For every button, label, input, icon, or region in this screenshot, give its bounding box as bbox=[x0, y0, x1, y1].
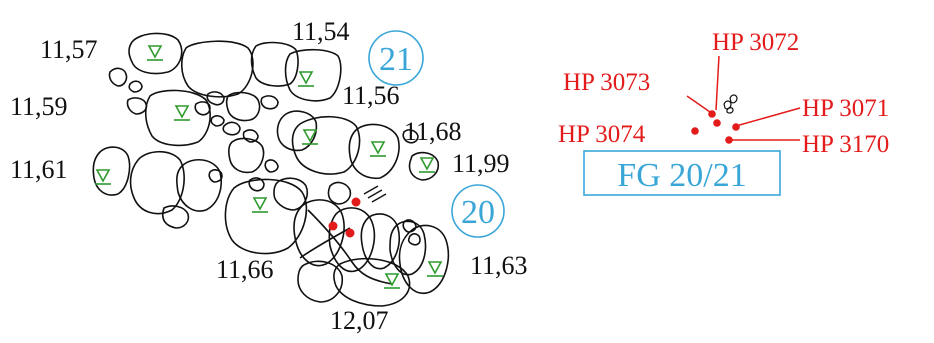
grave-21-marker: 21 bbox=[368, 30, 424, 86]
stone bbox=[398, 224, 450, 295]
stone bbox=[327, 181, 352, 205]
posthole-dot bbox=[328, 221, 338, 231]
hatch-marks bbox=[363, 185, 387, 203]
stone bbox=[225, 91, 261, 122]
stone bbox=[210, 115, 225, 127]
stone bbox=[144, 89, 211, 147]
elevation-label: 11,56 bbox=[342, 81, 400, 110]
stone bbox=[273, 177, 309, 211]
elevation-label: 11,99 bbox=[452, 149, 510, 178]
stone bbox=[276, 110, 318, 152]
stone bbox=[222, 121, 241, 136]
feature-group-label: FG 20/21 bbox=[617, 157, 746, 194]
stone bbox=[180, 40, 254, 98]
posthole-dot bbox=[691, 127, 699, 135]
stone bbox=[128, 32, 183, 75]
posthole-label: HP 3073 bbox=[563, 69, 650, 96]
elevation-marker-icon bbox=[419, 157, 435, 171]
small-stone-glyph bbox=[723, 94, 738, 114]
grave-number: 20 bbox=[461, 194, 495, 231]
stone bbox=[224, 178, 308, 255]
posthole-dot bbox=[713, 119, 721, 127]
stone bbox=[194, 101, 211, 116]
posthole-dot bbox=[725, 136, 733, 144]
stone bbox=[407, 233, 421, 246]
stone bbox=[206, 91, 225, 106]
stone bbox=[208, 169, 223, 183]
elevation-label: 11,54 bbox=[292, 17, 350, 46]
stone bbox=[128, 80, 143, 93]
grave-number: 21 bbox=[379, 41, 413, 78]
stone bbox=[408, 151, 440, 181]
stone bbox=[360, 213, 400, 270]
elevation-marker-icon bbox=[302, 129, 318, 143]
stone-outlines bbox=[92, 32, 450, 307]
feature-group-box bbox=[583, 150, 781, 196]
elevation-label: 11,59 bbox=[10, 92, 68, 121]
stone bbox=[92, 146, 131, 196]
stone bbox=[248, 177, 265, 192]
feature-cut-line bbox=[307, 209, 393, 285]
elevation-label: 11,63 bbox=[470, 251, 528, 280]
stone bbox=[161, 205, 190, 229]
stone bbox=[264, 159, 279, 173]
leader-lines bbox=[686, 55, 801, 141]
plan-postholes bbox=[328, 197, 361, 238]
stone bbox=[176, 159, 222, 212]
stone bbox=[129, 150, 185, 215]
posthole-dot bbox=[351, 197, 361, 207]
posthole-label: HP 3072 bbox=[712, 29, 799, 56]
elevation-label: 12,07 bbox=[330, 306, 389, 335]
stone bbox=[402, 129, 419, 144]
grave-20-marker: 20 bbox=[451, 184, 505, 238]
elevation-marker-icon bbox=[384, 273, 400, 287]
elevation-marker-icon bbox=[95, 169, 111, 183]
stone bbox=[291, 115, 361, 175]
posthole-dot bbox=[708, 110, 716, 118]
elevation-marker-icon bbox=[298, 71, 314, 85]
posthole-dot bbox=[732, 123, 740, 131]
stone bbox=[348, 123, 400, 180]
stone bbox=[402, 219, 417, 233]
posthole-label: HP 3170 bbox=[802, 131, 889, 158]
posthole-dot bbox=[345, 228, 355, 238]
elevation-label: 11,61 bbox=[10, 155, 68, 184]
posthole-label: HP 3074 bbox=[558, 121, 646, 148]
stone bbox=[284, 48, 342, 102]
elevation-marker-icon bbox=[174, 105, 190, 119]
elevation-marker-icon bbox=[147, 45, 163, 59]
stone bbox=[260, 95, 279, 110]
stone bbox=[389, 220, 427, 276]
feature-cut-line bbox=[299, 227, 351, 259]
stone bbox=[333, 257, 411, 307]
posthole-detail: HP 3072 HP 3073 HP 3071 HP 3074 HP 3170 … bbox=[558, 29, 889, 196]
elevation-marker-icon bbox=[252, 197, 268, 211]
elevation-label: 11,57 bbox=[40, 35, 98, 64]
posthole-label: HP 3071 bbox=[802, 95, 889, 122]
elevation-marker-icon bbox=[427, 261, 443, 275]
elevation-label: 11,68 bbox=[404, 117, 462, 146]
elevation-marker-icon bbox=[370, 141, 386, 155]
stone bbox=[108, 67, 128, 87]
stone bbox=[250, 41, 299, 87]
stone bbox=[297, 260, 344, 303]
elevation-labels: 11,57 11,54 11,59 11,56 11,68 11,61 11,9… bbox=[10, 17, 528, 335]
stone bbox=[293, 199, 345, 267]
stone bbox=[126, 97, 148, 115]
elevation-markers bbox=[95, 45, 443, 289]
elevation-label: 11,66 bbox=[216, 255, 274, 284]
stone bbox=[227, 137, 265, 174]
